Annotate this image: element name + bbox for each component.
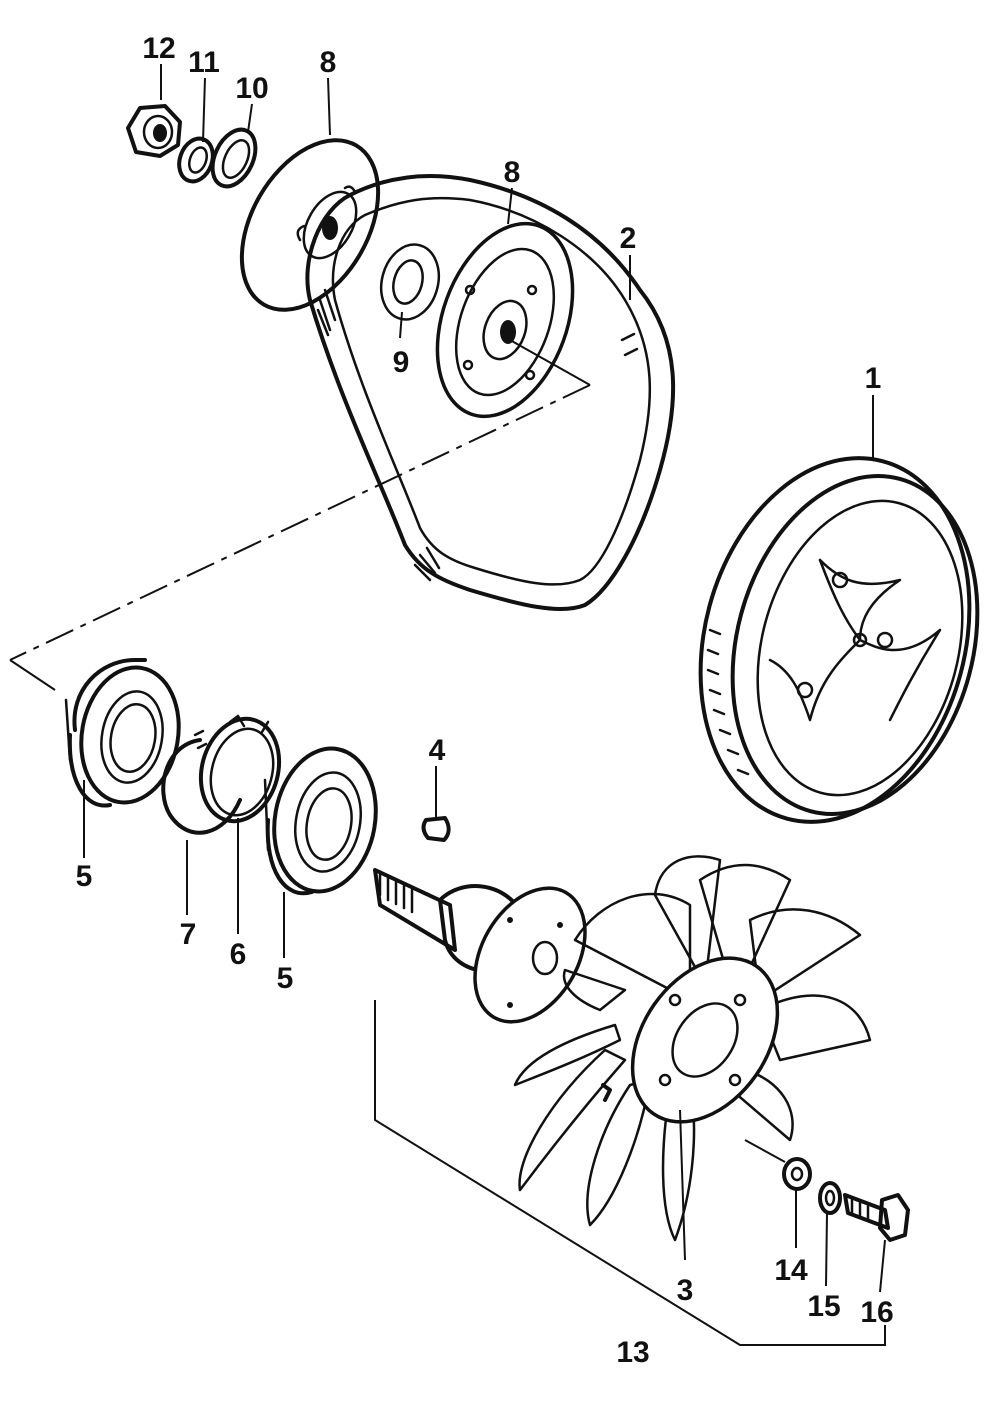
label-15: 15 <box>807 1290 840 1323</box>
washer-part-10 <box>210 127 258 189</box>
fan-shaft-part-13 <box>373 868 886 1346</box>
label-7: 7 <box>180 918 197 951</box>
label-1: 1 <box>865 362 882 395</box>
part-labels: 12 11 10 8 8 2 9 1 4 5 7 6 5 14 15 16 3 … <box>76 32 894 1369</box>
label-4: 4 <box>429 734 446 767</box>
label-11: 11 <box>188 46 220 79</box>
pulley-half-part-8-rear <box>239 138 381 312</box>
label-5b: 5 <box>277 962 294 995</box>
label-2: 2 <box>620 222 637 255</box>
label-9: 9 <box>393 346 410 379</box>
bearing-part-5-right <box>263 746 378 896</box>
v-belt-part-2 <box>305 174 676 612</box>
nut-part-12 <box>126 104 182 158</box>
spacer-part-9 <box>379 243 441 321</box>
label-3: 3 <box>677 1274 694 1307</box>
assembly-axis-line <box>9 339 591 691</box>
label-16: 16 <box>860 1296 893 1329</box>
label-8a: 8 <box>320 46 337 79</box>
bearing-part-5-left <box>64 658 181 808</box>
circlip-part-6 <box>198 714 282 824</box>
label-leaders <box>83 64 886 1293</box>
label-5a: 5 <box>76 860 93 893</box>
lock-washer-part-15 <box>818 1181 842 1215</box>
label-6: 6 <box>230 938 247 971</box>
fan-part-3 <box>513 855 872 1261</box>
snap-ring-part-7 <box>161 729 242 835</box>
pulley-half-part-8-front <box>435 221 575 419</box>
label-8b: 8 <box>504 156 521 189</box>
label-14: 14 <box>774 1254 808 1287</box>
label-12: 12 <box>142 32 175 65</box>
label-13: 13 <box>616 1336 649 1369</box>
large-pulley-part-1 <box>698 456 980 824</box>
key-part-4 <box>421 816 451 842</box>
bolt-part-16 <box>843 1193 910 1242</box>
label-10: 10 <box>235 72 268 105</box>
washer-part-14 <box>744 1139 812 1191</box>
